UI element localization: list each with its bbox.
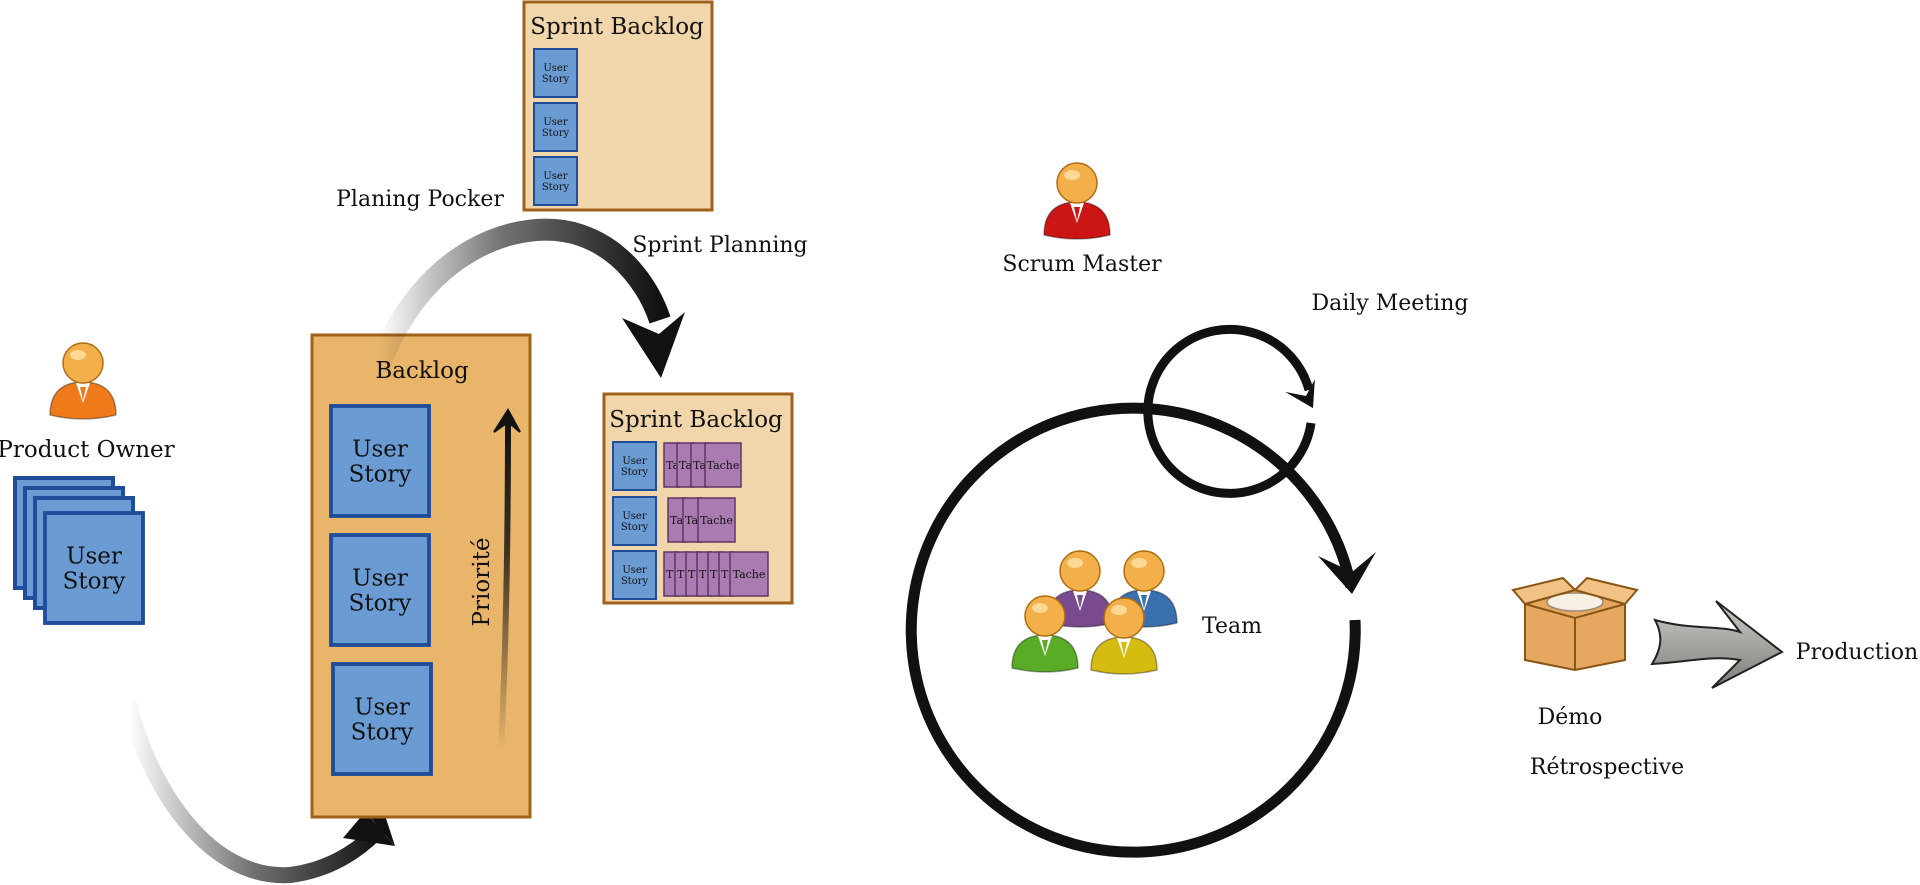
- task-label: T: [710, 568, 718, 581]
- user-story-label: User: [352, 565, 408, 591]
- task-label: Ta: [685, 514, 698, 527]
- user-story-label: User: [622, 565, 646, 576]
- task-label: T: [666, 568, 674, 581]
- task-label: T: [688, 568, 696, 581]
- planning-poker-label: Planing Pocker: [336, 187, 504, 212]
- retrospective-label: Rétrospective: [1530, 755, 1684, 780]
- box-icon: [1511, 576, 1639, 672]
- user-story-label: User: [622, 511, 646, 522]
- user-story-label: Story: [621, 467, 649, 478]
- user-story-label: User: [543, 171, 567, 182]
- scrum-master-icon: [1043, 162, 1111, 240]
- user-story-label: User: [543, 117, 567, 128]
- demo-label: Démo: [1538, 705, 1603, 730]
- sprint-backlog-top-title: Sprint Backlog: [530, 14, 704, 40]
- task-label: T: [677, 568, 685, 581]
- user-story-label: Story: [542, 74, 570, 85]
- task-label: Tache: [707, 459, 740, 472]
- task-card: Tache: [729, 551, 769, 597]
- team-member-icon: [1011, 595, 1079, 673]
- task-label: Ta: [666, 459, 679, 472]
- user-story-label: User: [622, 456, 646, 467]
- user-story-label: User: [543, 63, 567, 74]
- task-card: Tache: [704, 442, 742, 488]
- task-label: Tache: [733, 568, 766, 581]
- task-label: T: [721, 568, 729, 581]
- user-story-label: Story: [63, 569, 126, 595]
- sprint-planning-label: Sprint Planning: [632, 233, 807, 258]
- user-story-label: Story: [542, 182, 570, 193]
- task-card: Tache: [697, 497, 736, 543]
- team-label: Team: [1202, 614, 1262, 639]
- task-label: T: [699, 568, 707, 581]
- team-member-icon: [1110, 550, 1178, 628]
- user-story-label: Story: [542, 128, 570, 139]
- product-owner-icon: [49, 342, 117, 420]
- team-icon: [1011, 550, 1178, 675]
- sprint-cycle-icon: [905, 402, 1376, 858]
- sprint-planning-arrow-icon: [367, 218, 685, 378]
- task-label: Ta: [679, 459, 692, 472]
- product-owner-label: Product Owner: [0, 437, 175, 463]
- task-label: Tache: [700, 514, 733, 527]
- team-member-icon: [1090, 597, 1158, 675]
- user-story-label: Story: [349, 462, 412, 488]
- user-story-label: Story: [349, 591, 412, 617]
- task-label: Ta: [693, 459, 706, 472]
- scrum-master-label: Scrum Master: [1002, 252, 1162, 277]
- daily-cycle-icon: [1143, 324, 1316, 498]
- sprint-backlog-title: Sprint Backlog: [609, 407, 783, 433]
- user-story-label: User: [66, 543, 122, 569]
- production-label: Production: [1796, 640, 1918, 665]
- user-story-label: Story: [621, 576, 649, 587]
- daily-meeting-label: Daily Meeting: [1312, 291, 1469, 316]
- user-story-label: User: [354, 694, 410, 720]
- priority-arrow-icon: [493, 408, 521, 751]
- task-card: Ta: [667, 497, 687, 543]
- user-story-label: Story: [621, 522, 649, 533]
- user-story-label: User: [352, 436, 408, 462]
- user-story-label: Story: [351, 720, 414, 746]
- production-arrow-icon: [1650, 600, 1784, 689]
- task-label: Ta: [670, 514, 683, 527]
- priority-label: Priorité: [469, 538, 495, 627]
